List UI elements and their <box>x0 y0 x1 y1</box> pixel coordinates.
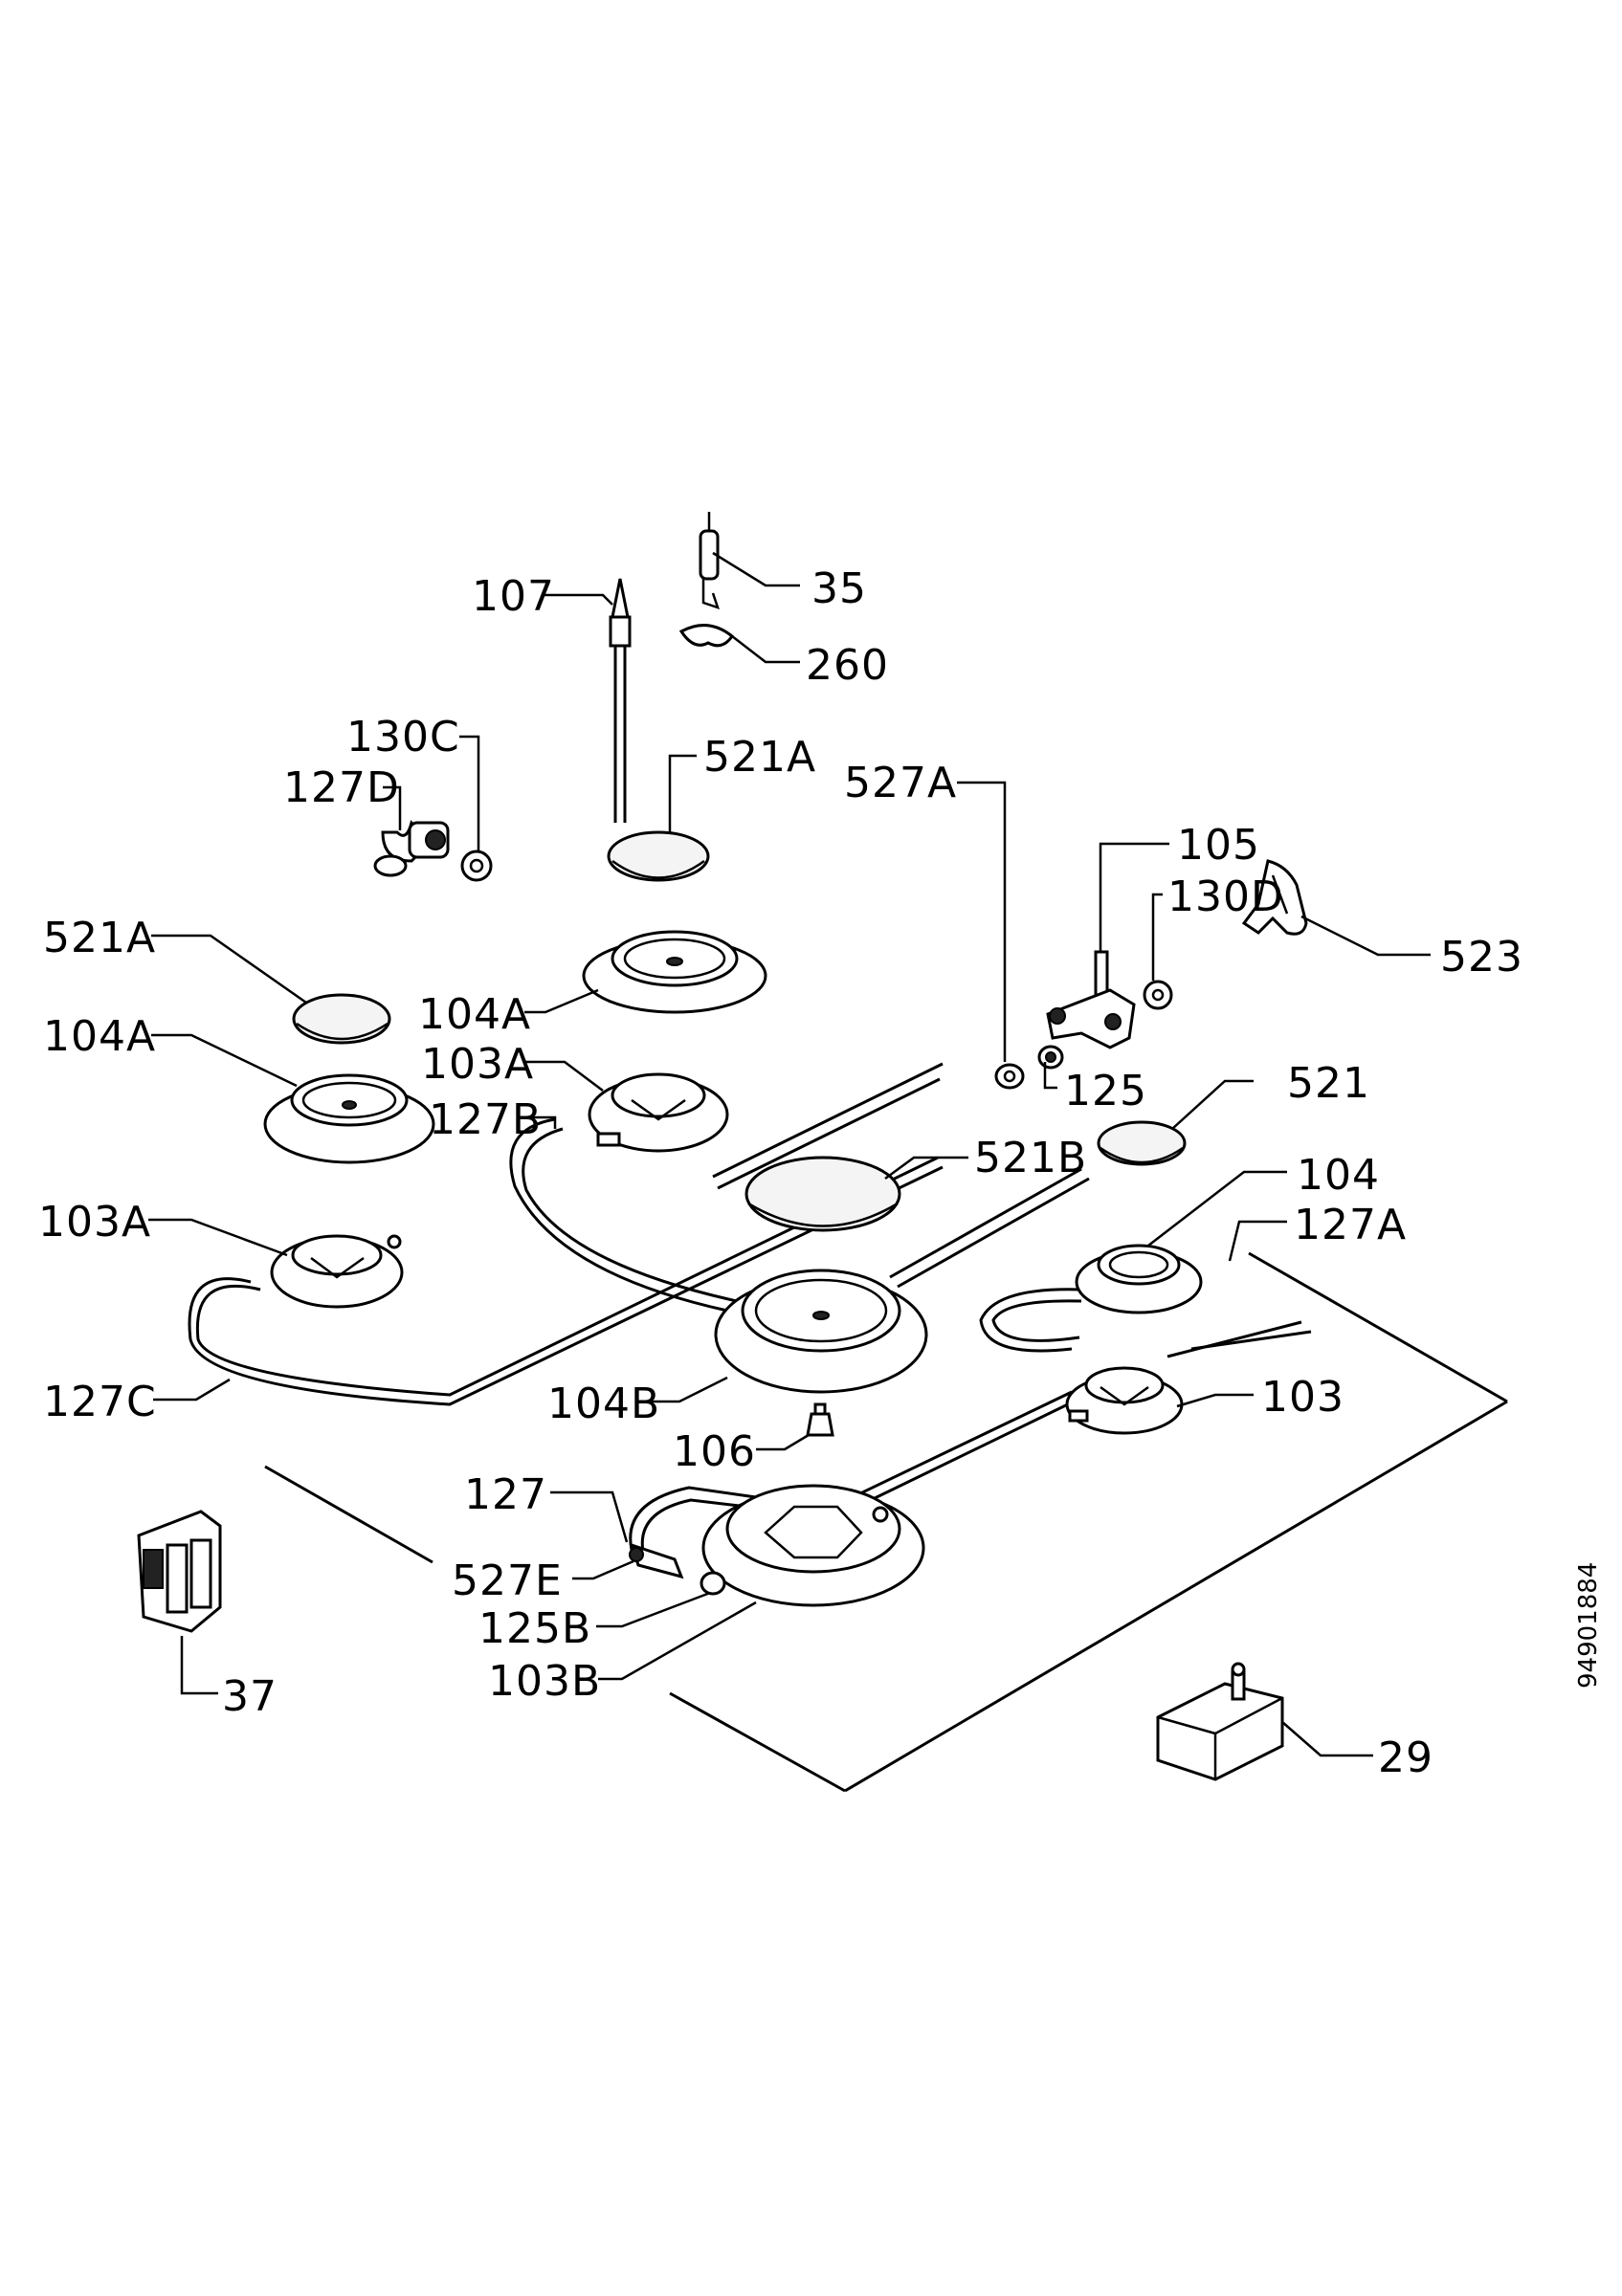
label-106: 106 <box>673 1427 756 1476</box>
part-105-gas-tap <box>1046 950 1136 1049</box>
part-104A-burner-middle <box>582 930 767 1014</box>
part-104A-burner-left <box>263 1073 435 1164</box>
label-104: 104 <box>1297 1151 1380 1200</box>
label-527E: 527E <box>452 1556 563 1605</box>
part-103-crown-right <box>1065 1366 1184 1435</box>
label-521A-top: 521A <box>703 733 816 782</box>
part-260-clip <box>678 624 735 648</box>
label-105: 105 <box>1177 821 1260 870</box>
part-106-injector <box>806 1402 834 1437</box>
part-125B-injector <box>700 1571 726 1596</box>
part-130D-washer <box>1143 980 1173 1010</box>
part-527A-nut <box>994 1063 1025 1090</box>
part-29-generator <box>1156 1662 1284 1781</box>
hob-outline <box>264 1251 1508 1793</box>
gas-pipes <box>188 1062 1312 1553</box>
label-103B: 103B <box>488 1657 601 1706</box>
part-103A-crown-middle <box>588 1072 729 1153</box>
part-521A-cap-left <box>292 993 391 1045</box>
label-103: 103 <box>1261 1373 1344 1422</box>
label-127: 127 <box>464 1470 547 1519</box>
label-103A-left: 103A <box>38 1198 151 1247</box>
label-521: 521 <box>1287 1059 1370 1108</box>
part-521-cap-right <box>1097 1120 1187 1166</box>
part-521A-cap-top <box>607 830 710 882</box>
part-127D-elbow <box>373 820 450 877</box>
label-127B: 127B <box>429 1095 542 1144</box>
part-523-bracket <box>1241 859 1308 936</box>
part-37-switch <box>137 1510 222 1633</box>
label-107: 107 <box>472 572 555 621</box>
label-527A: 527A <box>844 759 957 807</box>
label-127A: 127A <box>1294 1201 1407 1249</box>
document-number: 94901884 <box>1574 1562 1603 1689</box>
part-107-electrode <box>609 578 632 823</box>
part-35-plug <box>699 512 720 609</box>
part-104B-burner-large <box>714 1269 928 1394</box>
label-37: 37 <box>222 1672 278 1721</box>
label-127C: 127C <box>43 1378 157 1426</box>
part-125-injector <box>1037 1045 1064 1070</box>
label-130C: 130C <box>346 713 460 762</box>
label-521A-left: 521A <box>43 914 156 962</box>
label-127D: 127D <box>283 763 400 812</box>
label-35: 35 <box>811 564 867 613</box>
label-125: 125 <box>1064 1067 1147 1115</box>
leader-lines <box>148 551 1431 1757</box>
label-523: 523 <box>1440 933 1523 982</box>
label-104A-left: 104A <box>43 1012 156 1061</box>
part-521B-cap-large <box>744 1156 901 1232</box>
label-125B: 125B <box>478 1604 591 1653</box>
part-130C-washer <box>460 850 493 882</box>
label-260: 260 <box>806 641 889 690</box>
label-521B: 521B <box>974 1134 1087 1182</box>
label-104A-middle: 104A <box>418 990 531 1039</box>
label-29: 29 <box>1378 1733 1433 1782</box>
part-104-burner-right <box>1075 1244 1203 1314</box>
callout-labels: 107 35 260 130C 127D 521A 527A 105 130D … <box>38 564 1523 1782</box>
label-103A-middle: 103A <box>421 1040 534 1089</box>
part-103A-crown-left <box>270 1234 404 1309</box>
label-104B: 104B <box>547 1380 660 1428</box>
part-527E-fitting <box>629 1542 684 1579</box>
label-130D: 130D <box>1167 872 1284 921</box>
part-103B-crown-large <box>701 1484 925 1607</box>
